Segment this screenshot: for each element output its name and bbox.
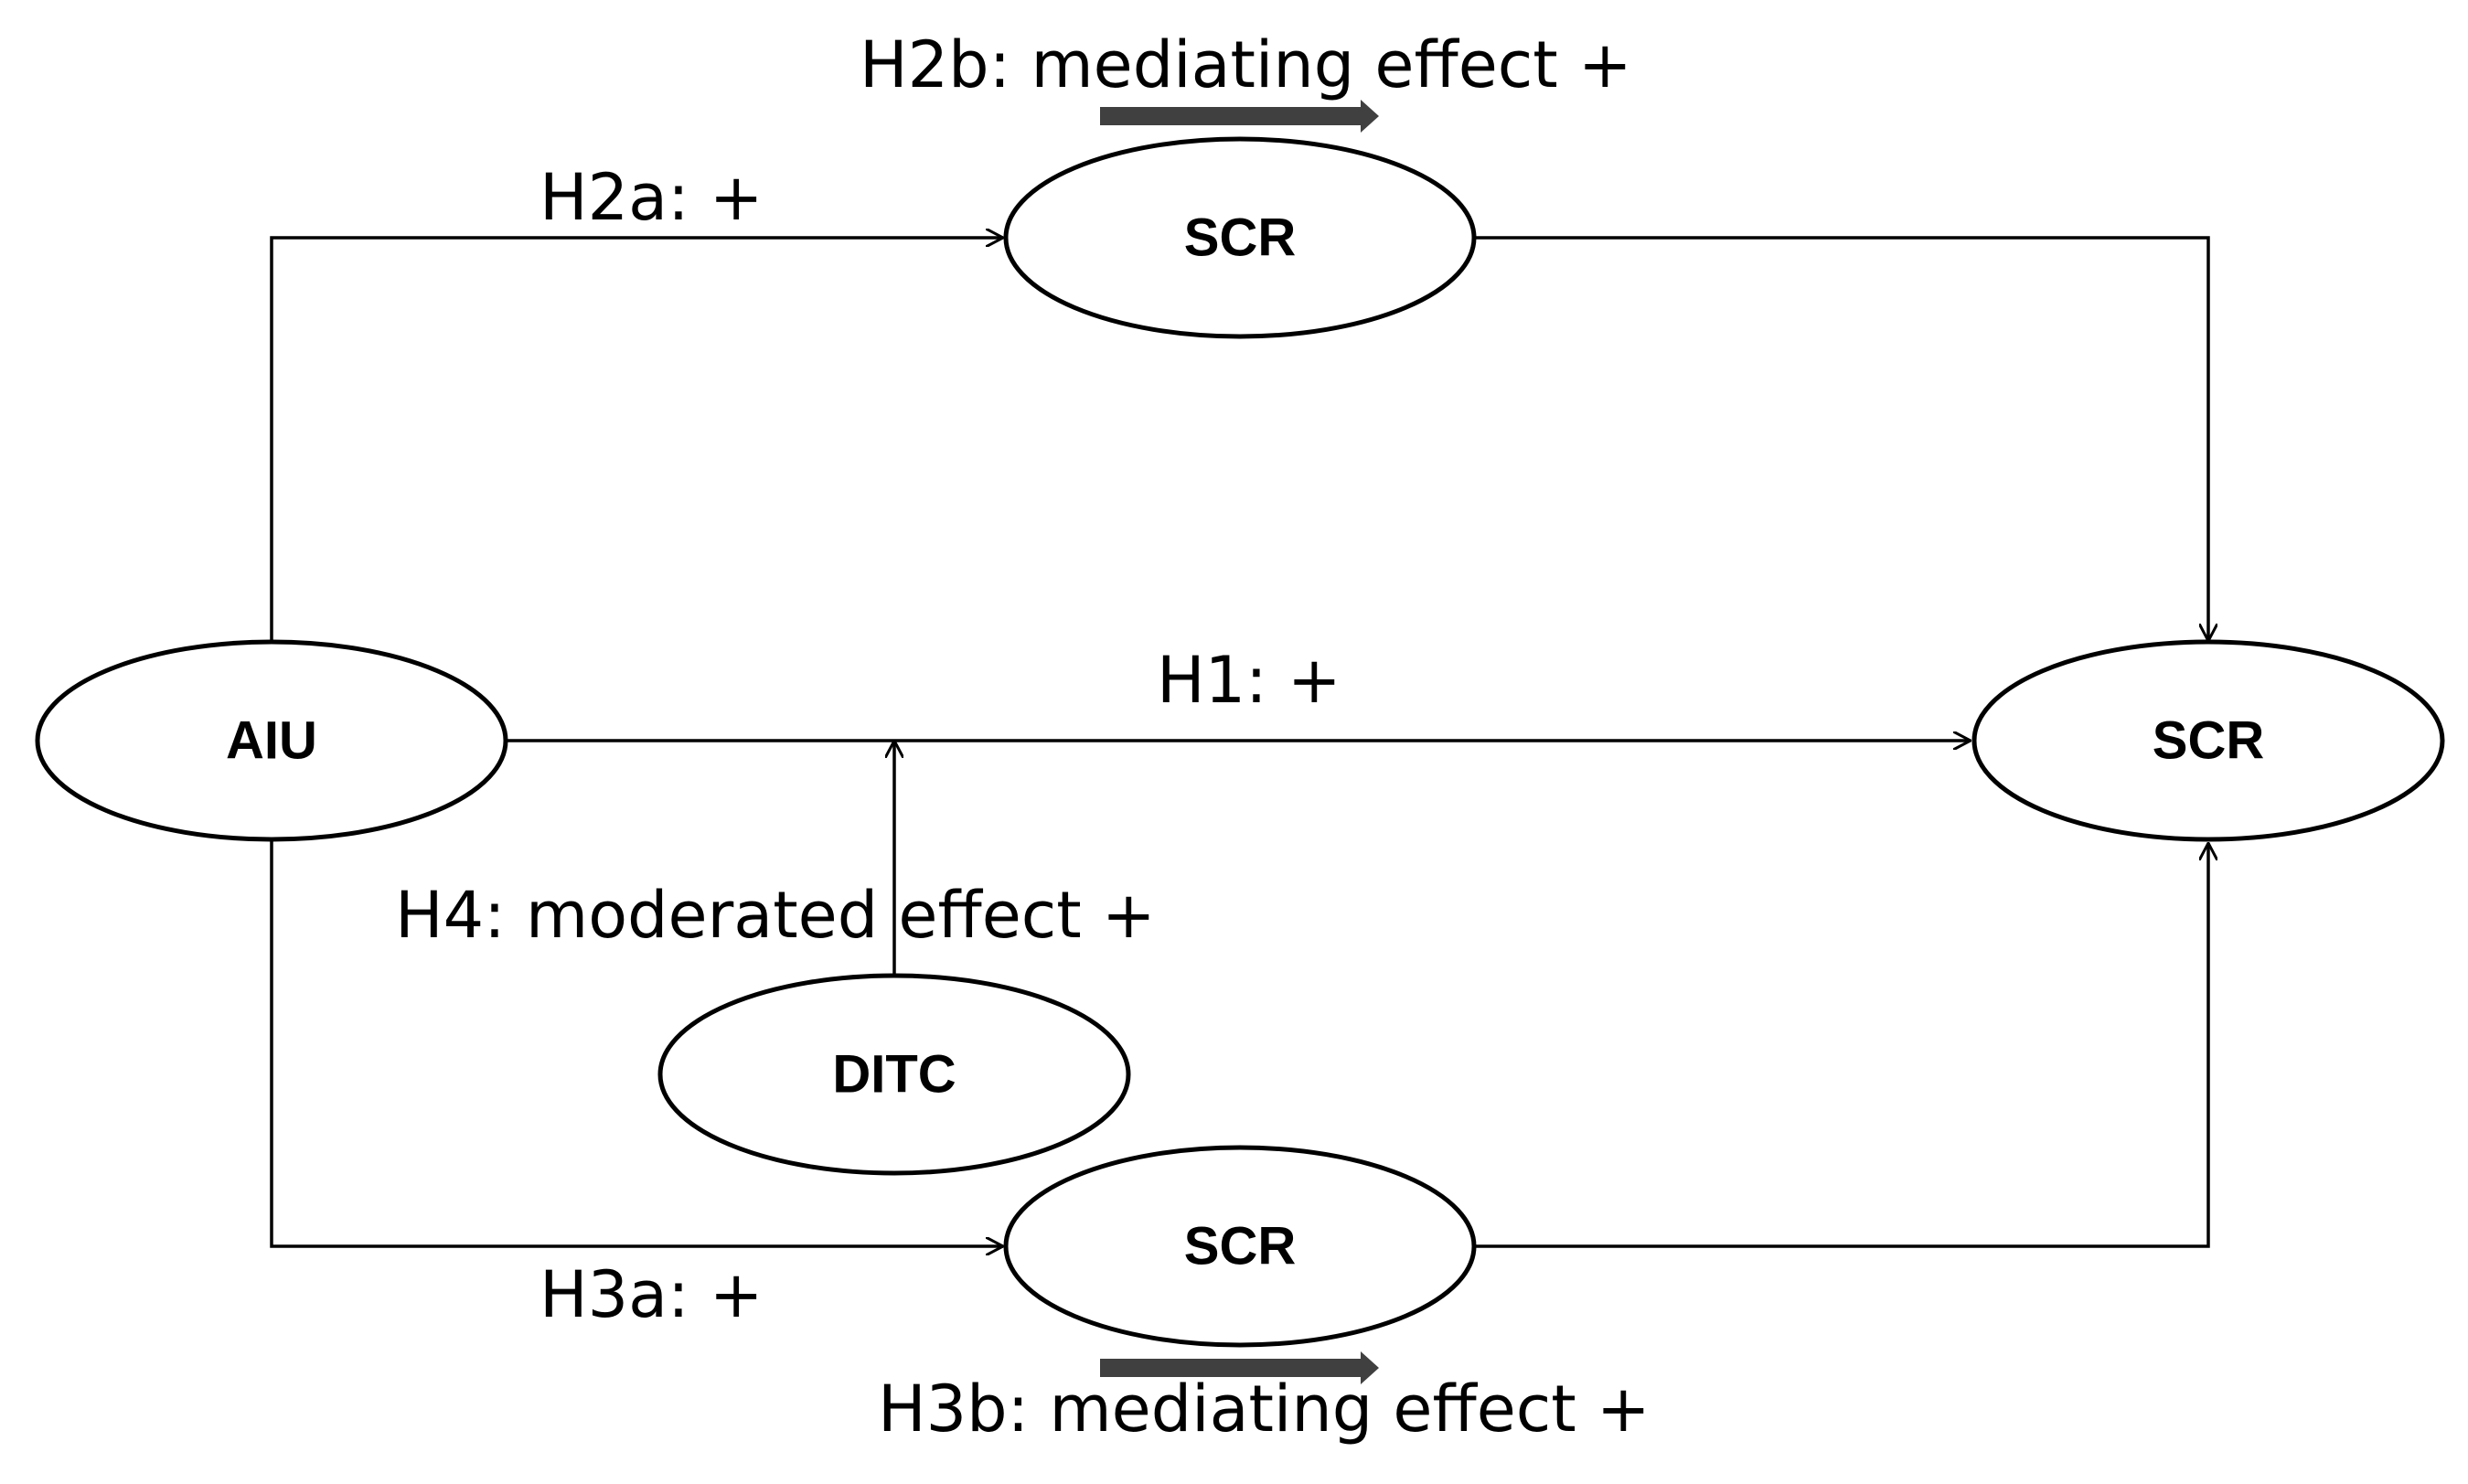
label-h2b: H2b: mediating effect + [860, 27, 1632, 102]
mediation-arrow-bottom [1100, 1351, 1379, 1384]
edge-aiu-to-scr-bottom [270, 841, 1003, 1246]
node-ditc-label: DITC [832, 1045, 956, 1105]
node-scr-bottom-shape [1003, 1145, 1477, 1348]
label-h4: H4: moderated effect + [395, 878, 1156, 953]
label-h2a: H2a: + [540, 160, 764, 235]
label-h3a: H3a: + [540, 1257, 764, 1332]
node-scr-right-label: SCR [2153, 711, 2264, 771]
edge-scr-top-to-scr-right [1475, 236, 2208, 641]
node-ditc: DITC [657, 973, 1131, 1176]
label-h1: H1: + [1157, 643, 1341, 718]
node-scr-right-shape [1971, 639, 2445, 842]
node-scr-top-label: SCR [1184, 208, 1296, 268]
node-aiu-shape [35, 639, 508, 842]
edge-scr-bottom-to-scr-right [1475, 843, 2208, 1248]
mediation-arrow-top [1100, 100, 1379, 133]
node-ditc-shape [657, 973, 1131, 1176]
edge-aiu-to-scr-top [270, 238, 1003, 640]
label-h3b: H3b: mediating effect + [878, 1372, 1651, 1447]
node-aiu-label: AIU [226, 711, 317, 771]
node-scr-bottom: SCR [1003, 1145, 1477, 1348]
node-scr-bottom-label: SCR [1184, 1217, 1296, 1276]
node-scr-right: SCR [1971, 639, 2445, 842]
node-scr-top-shape [1003, 136, 1477, 339]
node-scr-top: SCR [1003, 136, 1477, 339]
node-aiu: AIU [35, 639, 508, 842]
